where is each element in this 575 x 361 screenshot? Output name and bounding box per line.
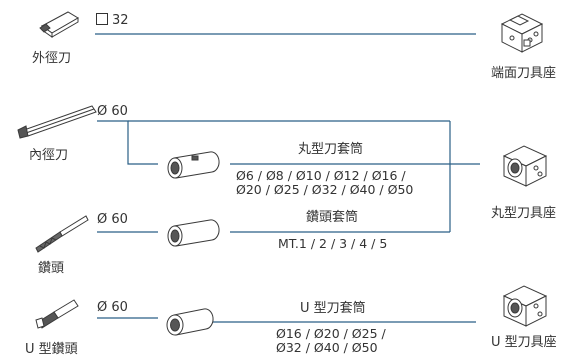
round-sleeve-sizes-2: Ø20 / Ø25 / Ø32 / Ø40 / Ø50 [236, 182, 414, 197]
u-holder-label: U 型刀具座 [491, 335, 557, 350]
internal-tool-icon [17, 105, 97, 139]
u-sleeve-title: U 型刀套筒 [300, 301, 366, 316]
u-sleeve-sizes-1: Ø16 / Ø20 / Ø25 / [276, 326, 386, 341]
internal-tool-label: 內徑刀 [29, 148, 69, 163]
drill-sleeve-title: 鑽頭套筒 [306, 210, 359, 225]
round-sleeve-icon [167, 151, 220, 179]
u-sleeve-icon [166, 308, 214, 336]
u-holder-icon [502, 285, 548, 327]
external-spec-text: 32 [112, 13, 129, 28]
face-holder-icon [500, 13, 544, 53]
round-holder-icon [502, 145, 548, 187]
drill-sleeve-icon [167, 219, 220, 247]
face-holder-label: 端面刀具座 [491, 66, 557, 81]
drill-icon [35, 215, 89, 253]
square-section-icon [96, 13, 108, 25]
drill-label: 鑽頭 [38, 261, 65, 276]
external-tool-icon [39, 11, 79, 38]
external-tool-label: 外徑刀 [32, 51, 72, 66]
u-drill-label: U 型鑽頭 [25, 342, 78, 357]
drill-sleeve-sizes: MT.1 / 2 / 3 / 4 / 5 [278, 236, 388, 251]
internal-spec: Ø 60 [97, 104, 128, 119]
u-drill-spec: Ø 60 [97, 300, 128, 315]
drill-spec: Ø 60 [97, 212, 128, 227]
round-holder-label: 丸型刀具座 [491, 206, 557, 221]
u-sleeve-sizes-2: Ø32 / Ø40 / Ø50 [276, 340, 378, 355]
round-sleeve-sizes-1: Ø6 / Ø8 / Ø10 / Ø12 / Ø16 / [236, 168, 406, 183]
u-drill-icon [35, 299, 79, 329]
spec-square: 32 [96, 13, 129, 27]
round-sleeve-title: 丸型刀套筒 [298, 142, 364, 157]
